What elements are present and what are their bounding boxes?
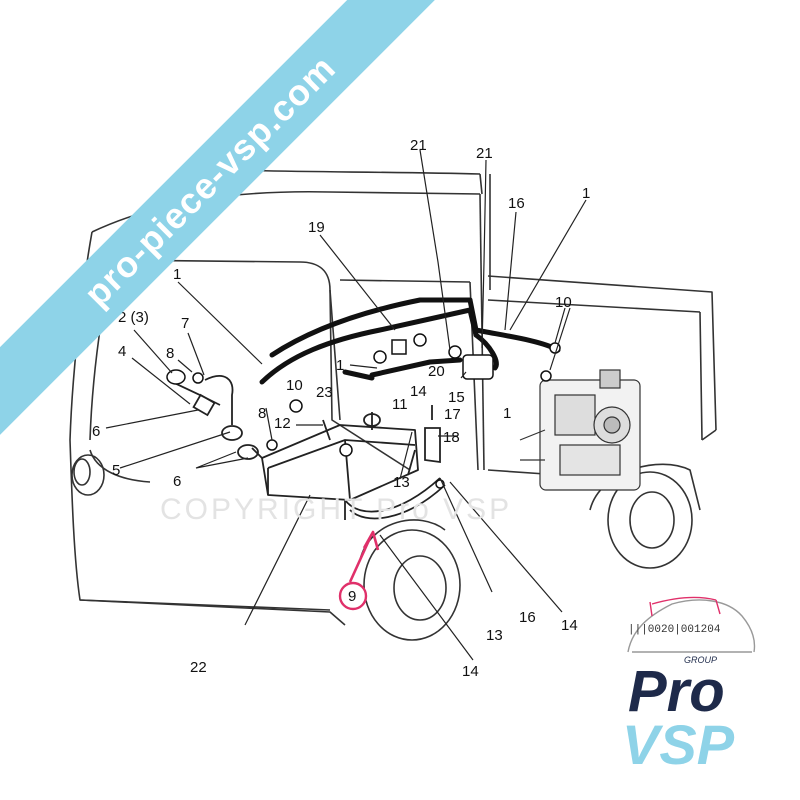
logo-pro-text: Pro bbox=[628, 659, 725, 724]
callout-2-3: 2 (3) bbox=[118, 309, 149, 326]
callout-13-a: 13 bbox=[393, 474, 410, 491]
callout-4: 4 bbox=[118, 343, 126, 360]
callout-20: 20 bbox=[428, 363, 445, 380]
callout-21-b: 21 bbox=[476, 145, 493, 162]
callout-6-a: 6 bbox=[92, 423, 100, 440]
callout-1-b: 1 bbox=[173, 266, 181, 283]
callout-5: 5 bbox=[112, 462, 120, 479]
filler-neck bbox=[167, 375, 433, 476]
callout-10-b: 10 bbox=[286, 377, 303, 394]
callout-16-b: 16 bbox=[519, 609, 536, 626]
rear-rack bbox=[224, 169, 491, 290]
callout-21-a: 21 bbox=[410, 137, 427, 154]
tank-straps bbox=[344, 427, 446, 520]
callout-14-a: 14 bbox=[410, 383, 427, 400]
callout-8-b: 8 bbox=[258, 405, 266, 422]
callout-6-b: 6 bbox=[173, 473, 181, 490]
car-silhouette-icon bbox=[627, 596, 756, 653]
callout-9-highlighted: 9 bbox=[348, 588, 356, 605]
callout-1-a: 1 bbox=[582, 185, 590, 202]
callout-17: 17 bbox=[444, 406, 461, 423]
callout-14-c: 14 bbox=[462, 663, 479, 680]
cargo-bed bbox=[487, 275, 717, 569]
callout-19: 19 bbox=[308, 219, 325, 236]
logo-tagline: GROUP bbox=[684, 655, 718, 665]
callout-13-b: 13 bbox=[486, 627, 503, 644]
clamps bbox=[166, 333, 561, 489]
callout-7: 7 bbox=[181, 315, 189, 332]
callout-23: 23 bbox=[316, 384, 333, 401]
callout-8-a: 8 bbox=[166, 345, 174, 362]
fuel-lines bbox=[259, 297, 561, 385]
callout-12: 12 bbox=[274, 415, 291, 432]
callout-labels: 21 21 16 1 19 1 10 2 (3) 7 4 8 1 20 15 1… bbox=[92, 137, 590, 680]
callout-1-d: 1 bbox=[503, 405, 511, 422]
provsp-logo: GROUP Pro VSP bbox=[610, 655, 780, 785]
callout-16-a: 16 bbox=[508, 195, 525, 212]
logo-vsp-text: VSP bbox=[622, 713, 735, 776]
copyright-watermark: COPYRIGHT Pro VSP bbox=[160, 493, 513, 526]
callout-1-c: 1 bbox=[336, 357, 344, 374]
part-code: |||0020|001204 bbox=[628, 624, 721, 636]
engine-block bbox=[519, 369, 641, 491]
highlight-part-9 bbox=[338, 530, 380, 611]
callout-10-a: 10 bbox=[555, 294, 572, 311]
callout-22: 22 bbox=[190, 659, 207, 676]
callout-15: 15 bbox=[448, 389, 465, 406]
callout-leaders bbox=[105, 149, 587, 661]
callout-14-b: 14 bbox=[561, 617, 578, 634]
callout-11: 11 bbox=[392, 396, 408, 413]
callout-18: 18 bbox=[443, 429, 460, 446]
